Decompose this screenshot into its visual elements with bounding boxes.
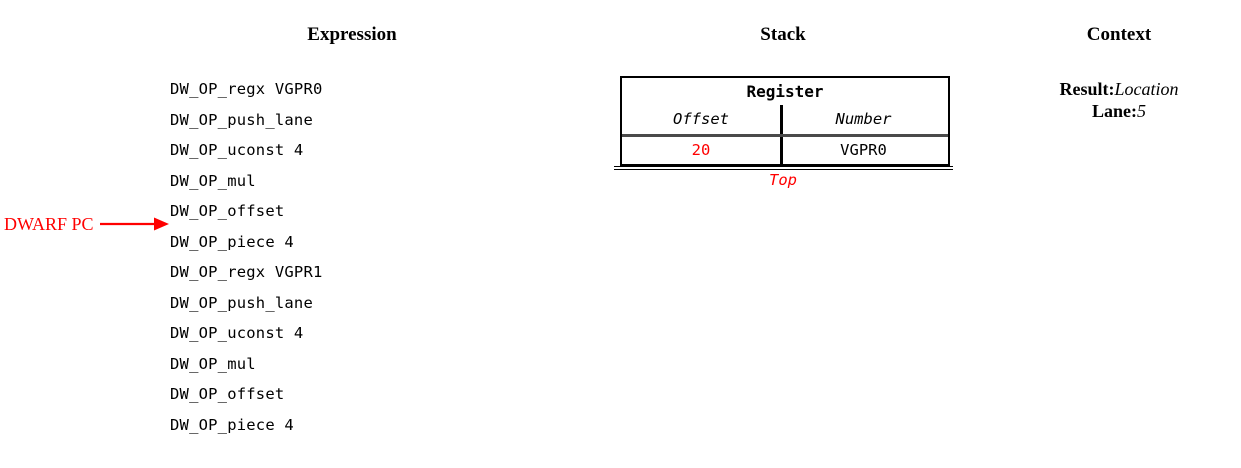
context-entry-lane: Lane:5	[1019, 100, 1219, 122]
stack-cell-number: VGPR0	[840, 141, 887, 159]
stack-top-label: Top	[769, 171, 797, 189]
expression-line: DW_OP_mul	[170, 171, 256, 190]
table-row: 20 VGPR0	[622, 137, 948, 164]
context-key-result: Result:	[1059, 79, 1115, 99]
stack-cell-offset: 20	[622, 137, 783, 164]
dwarf-pc-marker: DWARF PC	[4, 210, 174, 240]
stack-table: Register Offset Number 20 VGPR0	[620, 76, 950, 166]
stack-bottom-rule	[614, 166, 953, 170]
expression-line: DW_OP_uconst 4	[170, 141, 304, 159]
expression-operation-list: DW_OP_regx VGPR0 DW_OP_push_lane DW_OP_u…	[170, 74, 590, 440]
expression-line: DW_OP_piece 4	[170, 232, 294, 251]
expression-line: DW_OP_uconst 4	[170, 324, 304, 342]
expression-line: DW_OP_push_lane	[170, 110, 313, 129]
context-value-result: Location	[1114, 79, 1179, 99]
expression-line: DW_OP_regx VGPR1	[170, 263, 323, 281]
arrow-right-icon	[100, 217, 169, 231]
context-value-lane: 5	[1137, 101, 1146, 121]
stack-table-title: Register	[746, 82, 824, 101]
expression-line: DW_OP_regx VGPR0	[170, 80, 323, 98]
stack-column-header-offset: Offset	[622, 105, 783, 134]
expression-line: DW_OP_offset	[170, 385, 285, 403]
column-heading-expression: Expression	[307, 24, 397, 45]
stack-table-header-row: Offset Number	[622, 105, 948, 137]
context-key-lane: Lane:	[1092, 101, 1137, 121]
dwarf-pc-label: DWARF PC	[4, 214, 94, 234]
column-heading-context: Context	[1086, 24, 1152, 45]
expression-line: DW_OP_mul	[170, 354, 256, 373]
stack-column-header-number: Number	[835, 110, 892, 128]
expression-line: DW_OP_offset	[170, 202, 285, 220]
context-entry-result: Result:Location	[1019, 78, 1219, 100]
expression-line: DW_OP_piece 4	[170, 415, 294, 434]
expression-line: DW_OP_push_lane	[170, 293, 313, 312]
column-heading-stack: Stack	[760, 24, 806, 45]
context-block: Result:Location Lane:5	[1019, 78, 1219, 122]
